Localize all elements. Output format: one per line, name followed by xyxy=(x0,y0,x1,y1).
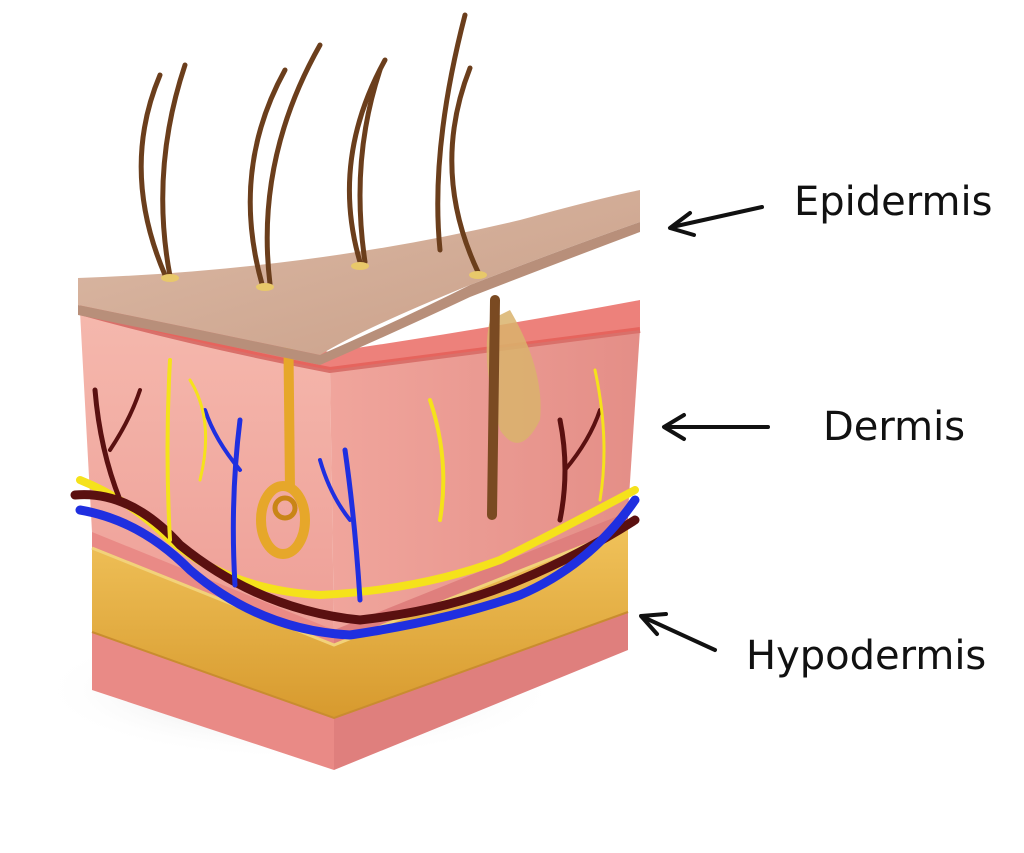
dermis-label: Dermis xyxy=(823,404,966,450)
dermis-arrow xyxy=(662,413,770,441)
epidermis-label: Epidermis xyxy=(794,179,993,225)
hypodermis-arrow xyxy=(639,612,717,652)
hypodermis-label: Hypodermis xyxy=(746,633,987,679)
hair-strands xyxy=(138,12,481,287)
vein-line xyxy=(75,495,640,640)
epidermis-layer xyxy=(78,190,640,365)
pointer-arrows xyxy=(639,205,770,652)
hair-follicle xyxy=(486,295,541,520)
artery-line xyxy=(70,490,640,625)
hair-pores xyxy=(161,262,487,291)
vessel-network xyxy=(70,358,640,640)
epidermis-arrow xyxy=(668,205,764,237)
